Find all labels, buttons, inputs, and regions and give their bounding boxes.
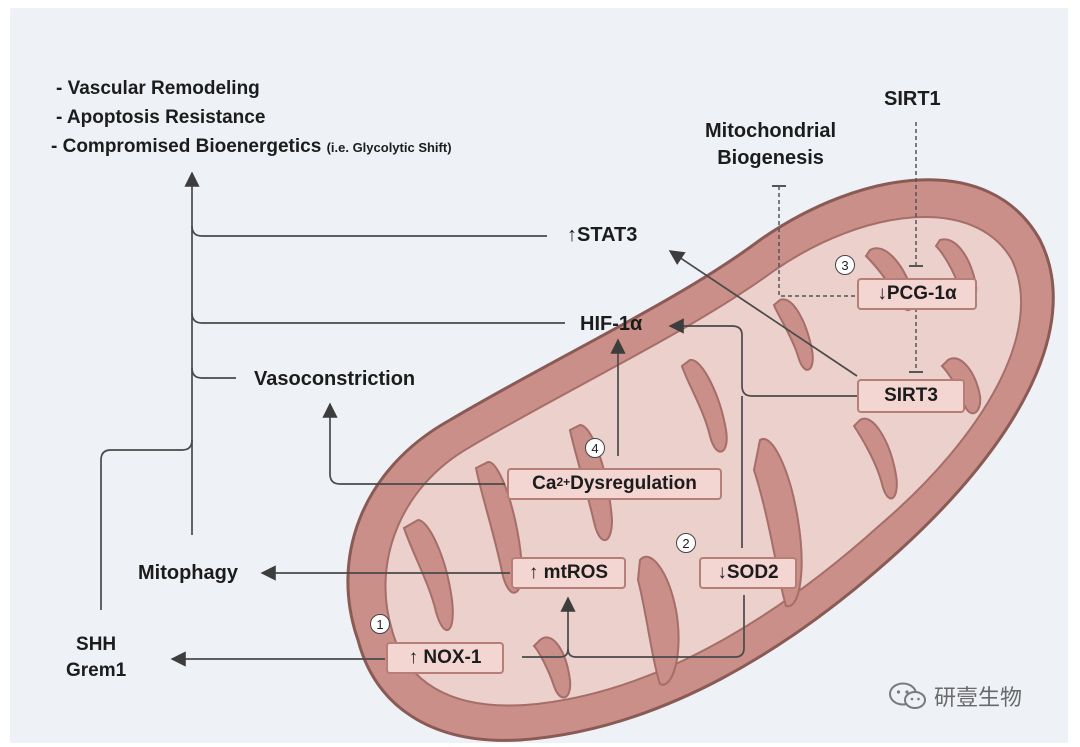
sod2-box: ↓SOD2 <box>699 557 797 589</box>
step-badge: 3 <box>835 255 855 275</box>
wechat-icon <box>889 682 926 709</box>
outcomes-list: - Vascular Remodeling - Apoptosis Resist… <box>51 74 452 162</box>
hif1a-branch <box>191 312 565 324</box>
inhibition-lines <box>778 122 917 372</box>
vasoconstriction-label: Vasoconstriction <box>254 368 416 390</box>
watermark: 研壹生物 <box>888 680 1022 712</box>
watermark-text: 研壹生物 <box>934 685 1023 710</box>
sirt3-to-hif1a-arrow <box>668 318 857 397</box>
step-badge: 1 <box>370 614 390 634</box>
nox1-box: ↑ NOX-1 <box>386 642 504 674</box>
sirt1-label: SIRT1 <box>884 88 941 110</box>
outcome-item: - Compromised Bioenergetics (i.e. Glycol… <box>51 136 452 157</box>
sirt3-box: SIRT3 <box>857 379 965 413</box>
connectors <box>100 171 858 667</box>
shh-grem1-label: SHH Grem1 <box>66 634 127 681</box>
crista <box>680 359 728 453</box>
step-badge: 4 <box>585 438 605 458</box>
vasoconstriction-branch <box>191 367 236 379</box>
outcome-item: - Vascular Remodeling <box>56 78 260 99</box>
crista <box>852 417 898 500</box>
sod2-to-mtros-line <box>567 595 745 658</box>
mitophagy-label: Mitophagy <box>138 562 238 584</box>
crista <box>402 518 454 632</box>
outcome-item: - Apoptosis Resistance <box>56 107 266 128</box>
pgc1a-box: ↓PCG-1α <box>857 278 977 310</box>
shh-to-trunk-line <box>100 439 193 610</box>
mitochondrial-biogenesis-label: Mitochondrial Biogenesis <box>705 120 837 169</box>
pgc1a-to-biogenesis-inhibition <box>778 187 855 297</box>
stat3-label: ↑STAT3 <box>567 224 638 246</box>
sirt3-to-stat3-arrow <box>668 250 858 377</box>
step-badge: 2 <box>676 533 696 553</box>
stat3-branch <box>191 225 547 237</box>
crista <box>636 555 680 686</box>
inhibition-bars <box>772 185 923 373</box>
outcome-note: (i.e. Glycolytic Shift) <box>326 140 452 155</box>
mtros-box: ↑ mtROS <box>511 557 626 589</box>
ca-to-vasoconstriction-arrow <box>322 402 505 485</box>
hif1a-label: HIF-1α <box>580 313 643 335</box>
